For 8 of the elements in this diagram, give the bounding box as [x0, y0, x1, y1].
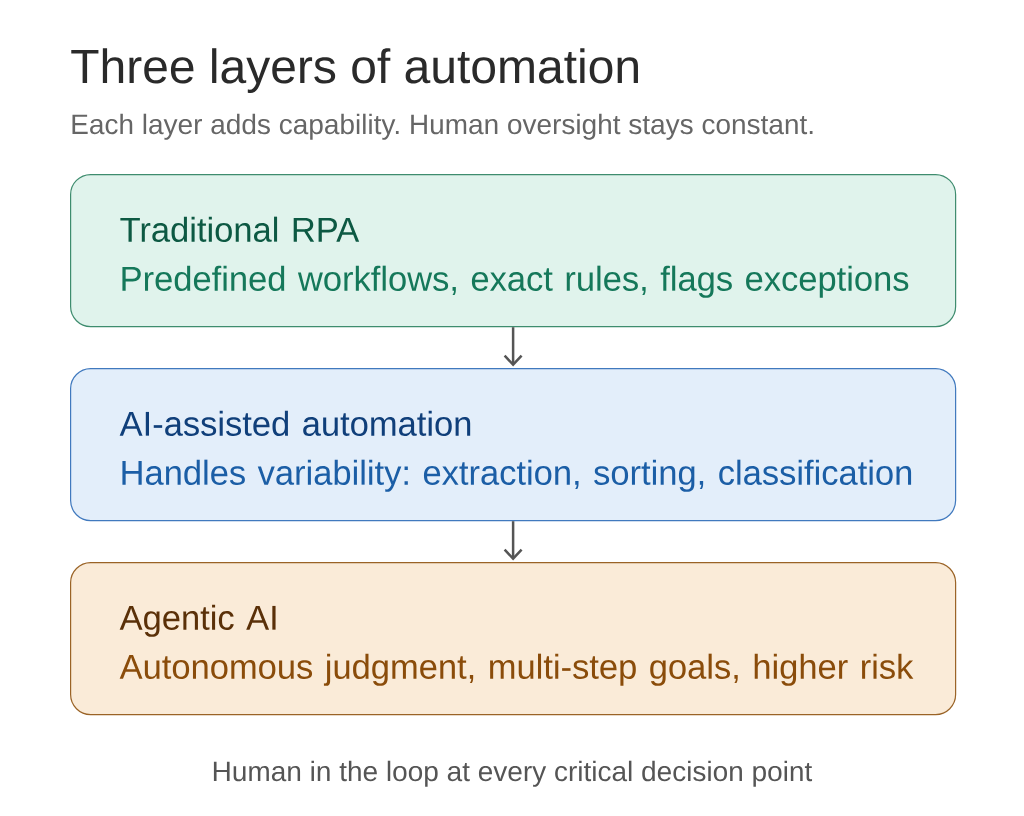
arrow	[503, 327, 523, 367]
title: Three layers of automation	[71, 48, 638, 93]
caption: Human in the loop at every critical decision point	[213, 760, 813, 787]
layer-box: AI-assisted automation Handles variability: extraction, sorting, classification	[70, 368, 957, 522]
layer-box: Agentic AI Autonomous judgment, multi-step goals, higher risk	[70, 562, 957, 716]
arrow	[503, 521, 523, 561]
subtitle: Each layer adds capability. Human oversight stays constant.	[72, 113, 813, 140]
layer-box: Traditional RPA Predefined workflows, exact rules, flags exceptions	[70, 174, 957, 328]
